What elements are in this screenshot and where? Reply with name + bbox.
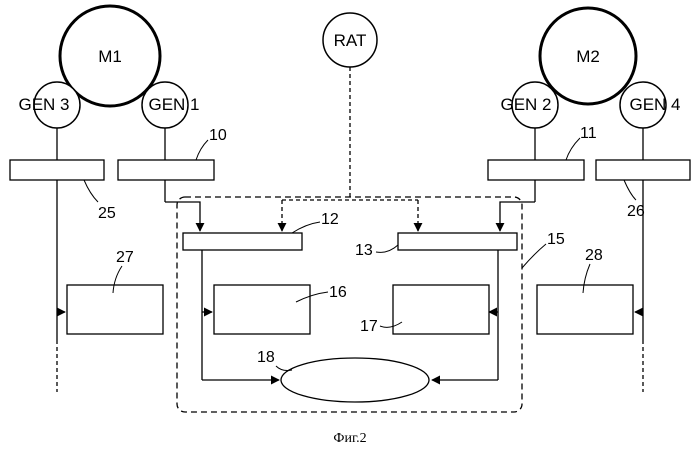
motor-m2-label: M2: [576, 47, 600, 66]
box-11: [488, 160, 584, 180]
gen4-label: GEN 4: [629, 95, 680, 114]
leader-15: [522, 244, 546, 268]
box-25: [10, 160, 104, 180]
leader-12: [292, 222, 320, 233]
leader-25: [84, 180, 98, 202]
gen2-to-13: [500, 202, 535, 231]
gen3-label: GEN 3: [18, 95, 69, 114]
box-12: [183, 233, 302, 250]
ref-27: 27: [116, 249, 134, 266]
ref-10: 10: [209, 127, 227, 144]
ellipse-18: [281, 358, 429, 402]
ref-15: 15: [547, 231, 565, 248]
leader-10: [196, 140, 208, 160]
leader-13: [376, 245, 398, 252]
motor-m1-label: M1: [98, 47, 122, 66]
box-27: [67, 285, 163, 334]
ref-28: 28: [585, 247, 603, 264]
gen2-label: GEN 2: [500, 95, 551, 114]
gen1-to-12: [165, 202, 200, 231]
ref-26: 26: [627, 203, 645, 220]
box-10: [118, 160, 214, 180]
leader-11: [566, 138, 580, 160]
ref-17: 17: [360, 318, 378, 335]
box-16: [214, 285, 310, 334]
ref-13: 13: [355, 242, 373, 259]
ref-12: 12: [321, 211, 339, 228]
ref-16: 16: [329, 284, 347, 301]
ref-18: 18: [257, 349, 275, 366]
box-13: [398, 233, 517, 250]
figure-caption: Фиг.2: [333, 431, 366, 446]
ref-25: 25: [98, 205, 116, 222]
box-28: [537, 285, 633, 334]
gen1-label: GEN 1: [148, 95, 199, 114]
ref-11: 11: [580, 125, 597, 142]
leader-26: [624, 180, 636, 200]
box-17: [393, 285, 489, 334]
box-26: [596, 160, 690, 180]
rat-label: RAT: [334, 31, 367, 50]
